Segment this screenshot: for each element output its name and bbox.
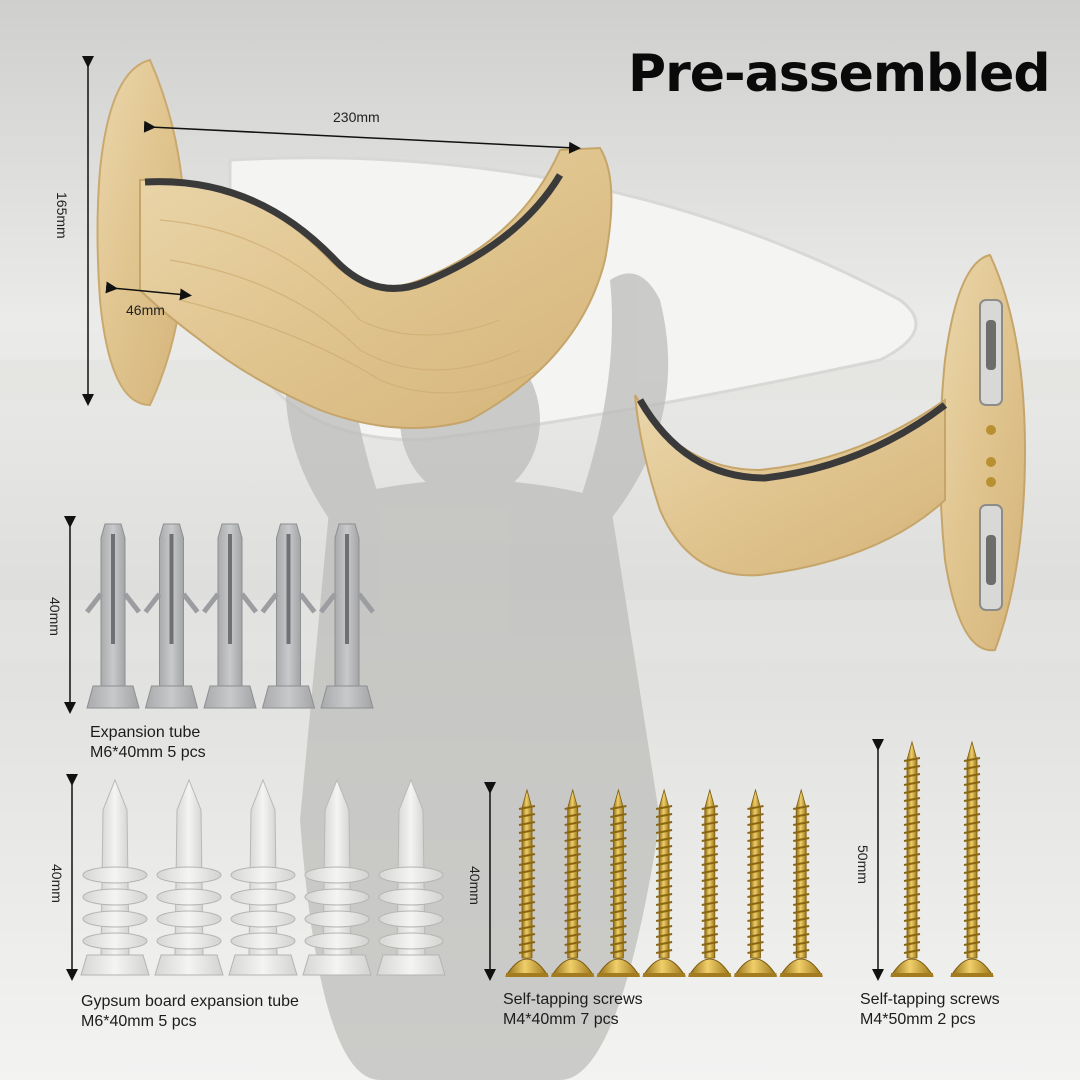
wall-rack-small <box>634 253 1027 652</box>
screw-40mm-name: Self-tapping screws <box>503 991 643 1008</box>
screw-50mm-caption: Self-tapping screws M4*50mm 2 pcs <box>860 990 1000 1030</box>
screw-40mm-icon <box>687 788 732 977</box>
gypsum-anchor-group <box>80 778 446 976</box>
screw-40mm-icon <box>596 788 641 977</box>
gypsum-anchor-name: Gypsum board expansion tube <box>81 993 299 1010</box>
screw-50mm-icon <box>950 740 994 977</box>
gypsum-anchor-icon <box>376 778 446 976</box>
screw-40mm-icon <box>733 788 778 977</box>
screw-40mm-spec: M4*40mm 7 pcs <box>503 1011 619 1028</box>
screw-50mm-icon <box>890 740 934 977</box>
screw-40mm-dimension-label: 40mm <box>467 866 483 905</box>
screw-50mm-group <box>890 740 994 977</box>
gypsum-anchor-dimension-label: 40mm <box>49 864 65 903</box>
screw-40mm-icon <box>779 788 824 977</box>
height-dimension-label: 165mm <box>54 192 70 239</box>
gypsum-anchor-icon <box>228 778 298 976</box>
expansion-tube-icon <box>85 523 141 709</box>
expansion-tube-dimension-label: 40mm <box>47 597 63 636</box>
gypsum-anchor-spec: M6*40mm 5 pcs <box>81 1013 197 1030</box>
expansion-tube-icon <box>143 523 200 709</box>
expansion-tube-spec: M6*40mm 5 pcs <box>90 744 206 761</box>
screw-40mm-icon <box>642 788 686 977</box>
page-title: Pre-assembled <box>628 44 1051 104</box>
expansion-tube-name: Expansion tube <box>90 724 201 741</box>
depth-dimension-label: 46mm <box>126 302 165 318</box>
expansion-tube-icon <box>260 523 317 709</box>
gypsum-anchor-caption: Gypsum board expansion tube M6*40mm 5 pc… <box>81 992 299 1032</box>
expansion-tube-icon <box>202 523 258 709</box>
screw-40mm-caption: Self-tapping screws M4*40mm 7 pcs <box>503 990 643 1030</box>
screw-50mm-name: Self-tapping screws <box>860 991 1000 1008</box>
width-dimension-label: 230mm <box>333 109 380 125</box>
screw-50mm-dimension-label: 50mm <box>855 845 871 884</box>
expansion-tube-icon <box>319 523 375 709</box>
keyhole-bracket-icon <box>979 299 1003 611</box>
expansion-tube-caption: Expansion tube M6*40mm 5 pcs <box>90 723 206 763</box>
screw-40mm-group <box>505 788 824 977</box>
screw-40mm-icon <box>550 788 595 977</box>
gypsum-anchor-icon <box>80 778 150 976</box>
gypsum-anchor-icon <box>154 778 224 976</box>
screw-40mm-icon <box>505 788 549 977</box>
screw-50mm-spec: M4*50mm 2 pcs <box>860 1011 976 1028</box>
gypsum-anchor-icon <box>302 778 372 976</box>
expansion-tube-group <box>85 523 375 709</box>
